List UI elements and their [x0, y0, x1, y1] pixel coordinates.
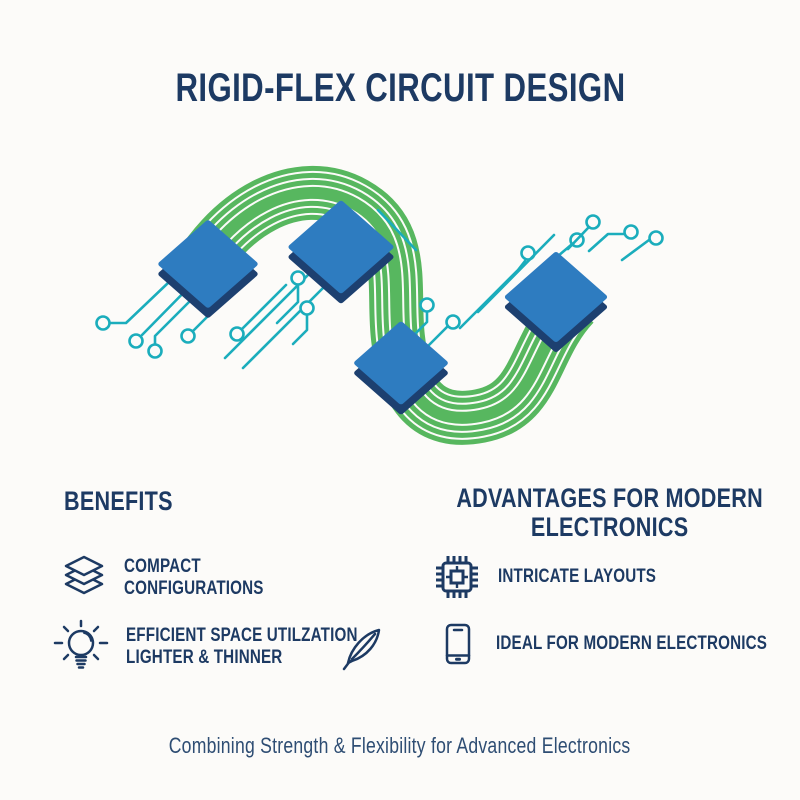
lightbulb-icon	[50, 616, 112, 678]
benefits-heading: BENEFITS	[64, 486, 173, 516]
circuit-illustration	[95, 165, 664, 445]
benefit-item-label: EFFICIENT SPACE UTILZATION LIGHTER & THI…	[126, 624, 358, 668]
feather-icon	[336, 622, 390, 676]
footer-tagline: Combining Strength & Flexibility for Adv…	[169, 733, 631, 758]
header: RIGID-FLEX CIRCUIT DESIGN	[0, 66, 800, 111]
advantage-item-label: INTRICATE LAYOUTS	[498, 565, 657, 587]
microchip-icon	[430, 550, 484, 604]
advantage-item-label: IDEAL FOR MODERN ELECTRONICS	[496, 632, 768, 654]
benefit-item-efficient: EFFICIENT SPACE UTILZATION LIGHTER & THI…	[50, 616, 416, 678]
advantage-item-modern: IDEAL FOR MODERN ELECTRONICS	[434, 620, 800, 668]
rigid-board-1	[158, 220, 258, 318]
smartphone-icon	[434, 620, 482, 668]
advantage-item-layouts: INTRICATE LAYOUTS	[430, 550, 696, 604]
benefit-item-compact: COMPACT CONFIGURATIONS	[58, 552, 299, 604]
layers-icon	[58, 552, 110, 604]
footer: Combining Strength & Flexibility for Adv…	[0, 733, 800, 759]
rigid-board-2	[288, 200, 394, 304]
benefit-item-label: COMPACT CONFIGURATIONS	[124, 555, 264, 599]
page-title: RIGID-FLEX CIRCUIT DESIGN	[174, 66, 626, 110]
advantages-heading: ADVANTAGES FOR MODERN ELECTRONICS	[456, 483, 763, 542]
rigid-board-4	[504, 252, 608, 352]
rigid-board-3	[354, 321, 448, 415]
